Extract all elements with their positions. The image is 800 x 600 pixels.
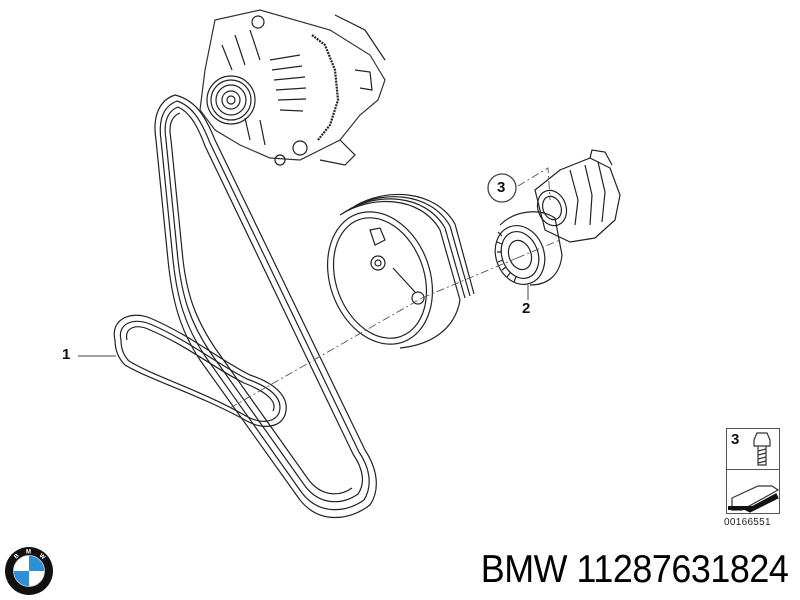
svg-text:W: W — [38, 553, 46, 561]
svg-text:B: B — [13, 553, 21, 561]
leader-lines — [78, 285, 529, 357]
alternator-illustration — [199, 9, 386, 166]
legend-divider — [727, 469, 779, 470]
callout-3-circle — [487, 173, 517, 203]
direction-arrow-icon — [728, 485, 780, 513]
callout-2-label: 2 — [522, 300, 531, 317]
ribbed-v-belt — [113, 94, 377, 519]
bolt-icon — [753, 432, 771, 466]
bolt-legend-box: 3 — [726, 428, 780, 514]
crankshaft-pulley — [326, 193, 475, 349]
belt-tensioner — [534, 149, 621, 243]
tensioner-pulley — [494, 211, 563, 286]
callout-1-label: 1 — [62, 346, 71, 363]
alignment-lines — [229, 167, 561, 409]
part-number-title: BMW 11287631824 — [480, 548, 788, 591]
svg-text:M: M — [26, 550, 31, 556]
legend-number: 3 — [731, 431, 740, 448]
diagram-code: 00166551 — [724, 517, 771, 528]
bmw-logo: B M W — [5, 547, 53, 595]
callout-3-label: 3 — [497, 179, 506, 196]
